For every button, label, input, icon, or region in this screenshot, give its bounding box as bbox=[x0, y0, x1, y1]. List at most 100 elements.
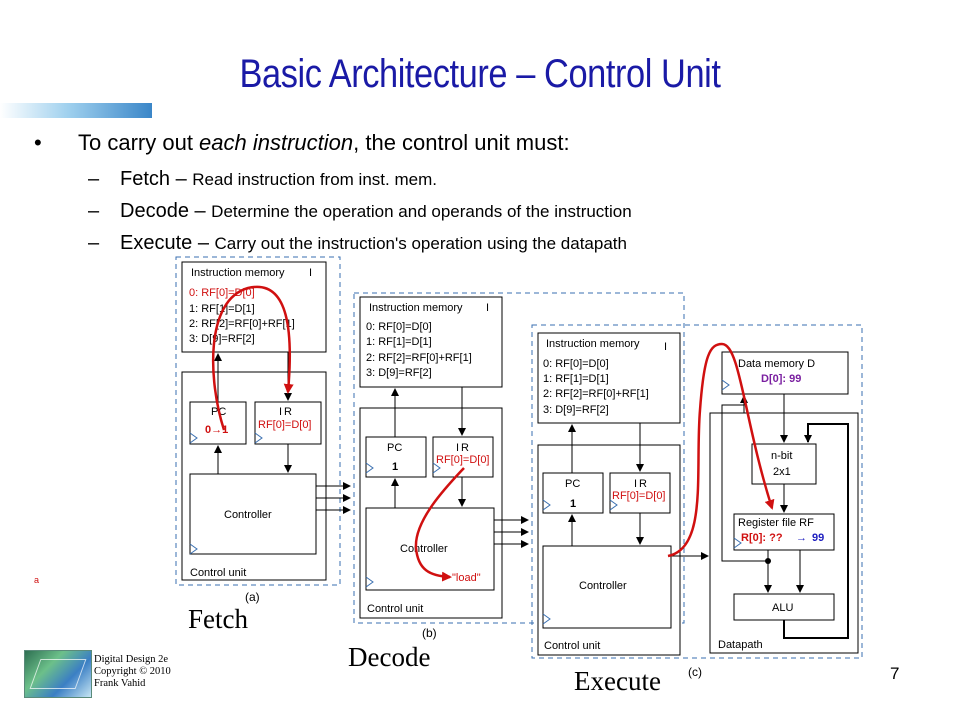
pc-register bbox=[542, 472, 604, 514]
clock-icon bbox=[721, 379, 730, 391]
panel-border bbox=[175, 256, 341, 586]
clock-icon bbox=[254, 432, 263, 444]
datapath-label: Datapath bbox=[718, 639, 763, 651]
step-fetch: –Fetch – Read instruction from inst. mem… bbox=[88, 168, 437, 191]
register-file bbox=[733, 513, 835, 551]
alu bbox=[733, 593, 835, 621]
bullet-prefix: To carry out bbox=[78, 130, 200, 155]
controller-label: Controller bbox=[400, 543, 448, 555]
footer-line: Copyright © 2010 bbox=[94, 666, 171, 677]
book-logo bbox=[24, 650, 92, 698]
decode-flow-arrow bbox=[414, 467, 465, 582]
clock-icon bbox=[189, 432, 198, 444]
controller bbox=[189, 473, 317, 555]
page-number: 7 bbox=[890, 664, 900, 683]
step-name: Fetch – bbox=[120, 168, 193, 190]
label-decode: Decode bbox=[348, 642, 431, 672]
controller bbox=[365, 507, 495, 591]
imem-symbol: I bbox=[486, 302, 489, 314]
instruction-memory bbox=[359, 296, 503, 388]
pc-register bbox=[365, 436, 427, 478]
clock-icon bbox=[542, 499, 551, 511]
imem-title: Instruction memory bbox=[191, 267, 285, 279]
slide-title: Basic Architecture – Control Unit bbox=[239, 52, 721, 96]
program-line: 0: RF[0]=D[0] bbox=[543, 358, 609, 370]
program-line: 3: D[9]=RF[2] bbox=[189, 333, 255, 345]
step-marker: – bbox=[88, 168, 100, 190]
bullet-marker: • bbox=[34, 130, 42, 155]
instruction-memory bbox=[537, 332, 681, 424]
step-name: Decode – bbox=[120, 200, 212, 222]
imem-symbol: I bbox=[664, 341, 667, 353]
program-line: 2: RF[2]=RF[0]+RF[1] bbox=[189, 318, 295, 330]
clock-icon bbox=[365, 462, 374, 474]
program-line: 1: RF[1]=D[1] bbox=[543, 373, 609, 385]
bullet-text: To carry out each instruction, the contr… bbox=[78, 130, 570, 156]
clock-icon bbox=[365, 576, 374, 588]
rf-value-old: R[0]: ?? bbox=[741, 532, 783, 544]
panel-execute: Instruction memory I 0: RF[0]=D[0] 1: RF… bbox=[531, 324, 863, 659]
label-execute: Execute bbox=[574, 666, 661, 696]
panel-fetch: Instruction memory I 0: RF[0]=D[0] 1: RF… bbox=[175, 256, 351, 586]
pc-label: PC bbox=[387, 442, 402, 454]
controller-label: Controller bbox=[579, 580, 627, 592]
mux-line1: n-bit bbox=[771, 450, 792, 462]
step-decode: –Decode – Determine the operation and op… bbox=[88, 200, 632, 223]
fetch-flow-arrow bbox=[211, 285, 294, 431]
dmem-title: Data memory D bbox=[738, 358, 815, 370]
ir-symbol: I bbox=[456, 442, 459, 454]
step-marker: – bbox=[88, 232, 100, 254]
panel-decode: Instruction memory I 0: RF[0]=D[0] 1: RF… bbox=[353, 292, 685, 624]
footer-line: Digital Design 2e bbox=[94, 654, 169, 665]
rf-value-new: 99 bbox=[812, 532, 824, 544]
program-line: 3: D[9]=RF[2] bbox=[543, 404, 609, 416]
execute-flow-arrow bbox=[667, 342, 775, 558]
program-line: 3: D[9]=RF[2] bbox=[366, 367, 432, 379]
ir-value: RF[0]=D[0] bbox=[436, 454, 490, 466]
pc-value: 1 bbox=[570, 498, 576, 510]
bullet-emphasis: each instruction bbox=[199, 130, 354, 155]
clock-icon bbox=[432, 462, 441, 474]
panel-border bbox=[353, 292, 685, 624]
step-execute: –Execute – Carry out the instruction's o… bbox=[88, 232, 627, 255]
step-desc: Determine the operation and operands of … bbox=[211, 202, 632, 221]
ir-register bbox=[254, 401, 322, 445]
program-line: 2: RF[2]=RF[0]+RF[1] bbox=[366, 352, 472, 364]
clock-icon bbox=[542, 613, 551, 625]
ir-symbol: I bbox=[634, 478, 637, 490]
program-line: 0: RF[0]=D[0] bbox=[366, 321, 432, 333]
step-desc: Carry out the instruction's operation us… bbox=[214, 234, 627, 253]
imem-title: Instruction memory bbox=[546, 338, 640, 350]
ir-label: R bbox=[284, 406, 292, 418]
footer-line: Frank Vahid bbox=[94, 678, 146, 689]
title-accent-bar bbox=[0, 103, 152, 118]
step-marker: – bbox=[88, 200, 100, 222]
ir-register bbox=[609, 472, 671, 514]
control-unit-label: Control unit bbox=[190, 567, 246, 579]
caption-b: (b) bbox=[422, 626, 437, 640]
program-line: 0: RF[0]=D[0] bbox=[189, 287, 255, 299]
controller-label: Controller bbox=[224, 509, 272, 521]
ir-label: R bbox=[639, 478, 647, 490]
clock-icon bbox=[609, 499, 618, 511]
rf-arrow: → bbox=[796, 532, 807, 544]
alu-label: ALU bbox=[772, 602, 793, 614]
control-unit-label: Control unit bbox=[367, 603, 423, 615]
step-name: Execute – bbox=[120, 232, 215, 254]
ir-value: RF[0]=D[0] bbox=[612, 490, 666, 502]
clock-icon bbox=[189, 543, 198, 555]
mux-line2: 2x1 bbox=[773, 466, 791, 478]
program-line: 1: RF[1]=D[1] bbox=[366, 336, 432, 348]
instruction-memory bbox=[181, 261, 327, 353]
wire bbox=[721, 404, 768, 562]
control-unit-label: Control unit bbox=[544, 640, 600, 652]
stray-mark: a bbox=[34, 575, 40, 585]
program-line: 2: RF[2]=RF[0]+RF[1] bbox=[543, 388, 649, 400]
pc-value: 0→1 bbox=[205, 424, 228, 436]
pc-value: 1 bbox=[392, 461, 398, 473]
ir-symbol: I bbox=[279, 406, 282, 418]
footer-credit: Digital Design 2e Copyright © 2010 Frank… bbox=[94, 654, 171, 690]
dmem-value: D[0]: 99 bbox=[761, 373, 801, 385]
imem-symbol: I bbox=[309, 267, 312, 279]
